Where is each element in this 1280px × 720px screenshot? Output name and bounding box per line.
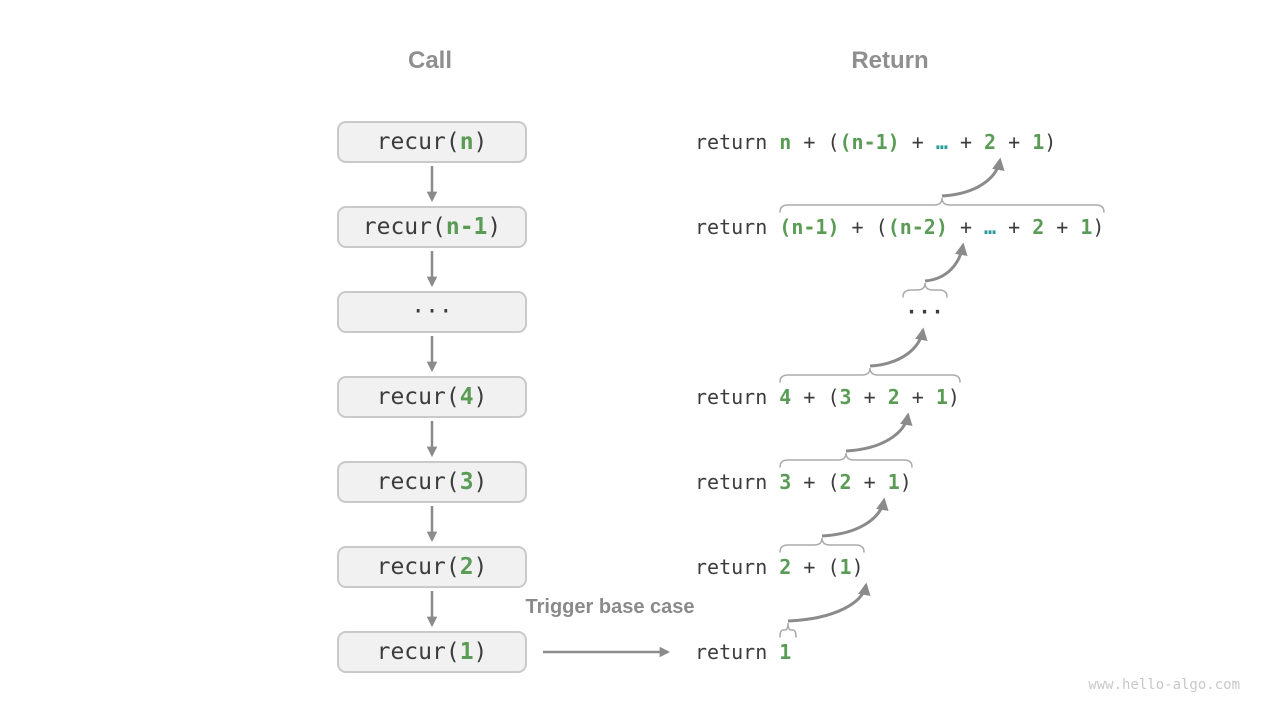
code-segment: 1 [887, 470, 900, 494]
code-segment: recur( [376, 554, 460, 580]
code-segment: n [779, 130, 792, 154]
code-segment: recur( [376, 129, 460, 155]
call-box: recur(n-1) [337, 206, 527, 248]
code-segment: ) [487, 214, 502, 240]
return-statement: return 4 + (3 + 2 + 1) [695, 383, 960, 411]
gather-brace [902, 282, 948, 298]
code-segment: (n-2) [887, 215, 948, 239]
return-flow-arrow [941, 157, 1005, 198]
call-box: recur(4) [337, 376, 527, 418]
call-box: recur(n) [337, 121, 527, 163]
watermark: www.hello-algo.com [1088, 677, 1240, 693]
code-segment: + [899, 385, 936, 409]
code-segment: + ( [791, 555, 840, 579]
code-segment: recur( [376, 469, 460, 495]
return-flow-arrow [821, 497, 889, 538]
code-segment: + ( [791, 470, 840, 494]
gather-brace [779, 452, 913, 468]
call-box: recur(1) [337, 631, 527, 673]
return-statement: return (n-1) + ((n-2) + … + 2 + 1) [695, 213, 1104, 241]
code-segment: 1 [839, 555, 852, 579]
code-segment: + [947, 130, 985, 154]
return-statement: return 3 + (2 + 1) [695, 468, 912, 496]
code-segment: 4 [779, 385, 792, 409]
return-statement: return 2 + (1) [695, 553, 864, 581]
code-segment: + [996, 130, 1033, 154]
gather-brace [779, 197, 1105, 213]
return-flow-arrow [924, 242, 968, 283]
return-flow-arrow [845, 412, 913, 453]
code-segment: return [695, 215, 780, 239]
code-segment: 2 [839, 470, 852, 494]
code-segment: 3 [839, 385, 852, 409]
code-segment: 3 [779, 470, 792, 494]
call-box: recur(2) [337, 546, 527, 588]
code-segment: ) [473, 129, 488, 155]
code-segment: return [695, 470, 780, 494]
return-statement: return n + ((n-1) + … + 2 + 1) [695, 128, 1056, 156]
code-segment: + ( [791, 385, 840, 409]
code-segment: 1 [935, 385, 948, 409]
code-segment: 2 [1032, 215, 1045, 239]
code-segment: (n-1) [839, 130, 900, 154]
gather-brace [779, 537, 865, 553]
code-segment: ) [473, 469, 488, 495]
code-segment: ) [1092, 215, 1105, 239]
code-segment: n-1 [445, 214, 488, 240]
code-segment: + ( [839, 215, 888, 239]
code-segment: return [695, 385, 780, 409]
code-segment: ) [899, 470, 912, 494]
return-flow-arrow [787, 582, 871, 623]
code-segment: + ( [791, 130, 840, 154]
code-segment: return [695, 130, 780, 154]
code-segment: return [695, 640, 780, 664]
code-segment: 2 [984, 130, 997, 154]
code-segment: ) [851, 555, 864, 579]
code-segment: … [935, 130, 948, 154]
call-box: recur(3) [337, 461, 527, 503]
code-segment: … [984, 215, 997, 239]
code-segment: + [1044, 215, 1081, 239]
code-segment: 4 [459, 384, 474, 410]
return-column-header: Return [851, 47, 929, 74]
code-segment: (n-1) [779, 215, 840, 239]
code-segment: + [851, 470, 888, 494]
code-segment: 2 [459, 554, 474, 580]
code-segment: 2 [887, 385, 900, 409]
call-box: ··· [337, 291, 527, 333]
code-segment: recur( [362, 214, 446, 240]
gather-brace [779, 622, 797, 638]
code-segment: 3 [459, 469, 474, 495]
code-segment: 1 [1032, 130, 1045, 154]
code-segment: 1 [1080, 215, 1093, 239]
code-segment: + [899, 130, 936, 154]
gather-brace [779, 367, 961, 383]
code-segment: 1 [779, 640, 792, 664]
return-flow-arrow [869, 327, 928, 368]
code-segment: ··· [905, 300, 945, 324]
code-segment: recur( [376, 639, 460, 665]
code-segment: ) [473, 384, 488, 410]
code-segment: n [459, 129, 474, 155]
code-segment: recur( [376, 384, 460, 410]
code-segment: return [695, 555, 780, 579]
return-statement: return 1 [695, 638, 791, 666]
code-segment: ) [473, 639, 488, 665]
code-segment: + [996, 215, 1033, 239]
code-segment: 1 [459, 639, 474, 665]
code-segment: 2 [779, 555, 792, 579]
code-segment: ··· [411, 299, 453, 325]
trigger-base-case-label: Trigger base case [525, 596, 695, 618]
code-segment: + [947, 215, 985, 239]
code-segment: ) [1044, 130, 1057, 154]
code-segment: + [851, 385, 888, 409]
code-segment: ) [473, 554, 488, 580]
call-column-header: Call [407, 47, 452, 74]
return-ellipsis: ··· [899, 298, 951, 326]
code-segment: ) [947, 385, 960, 409]
